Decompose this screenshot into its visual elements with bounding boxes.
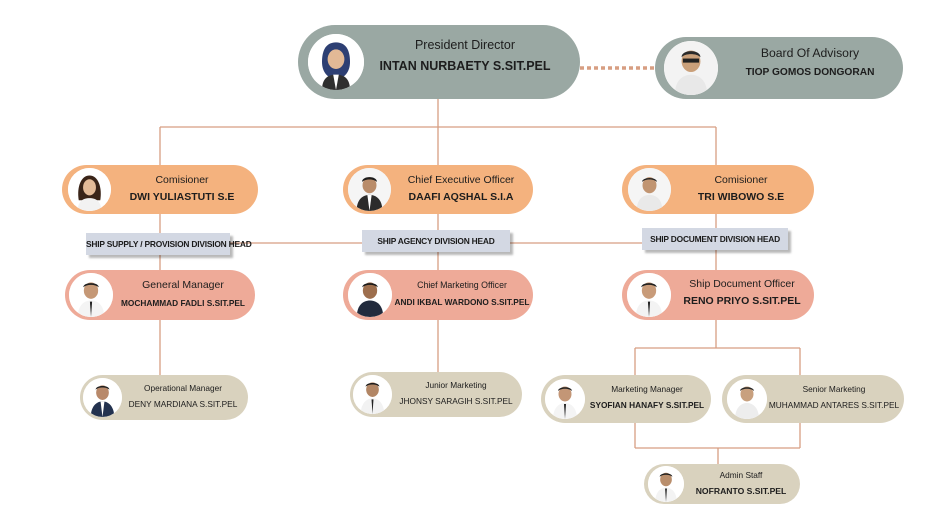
general-manager-name: MOCHAMMAD FADLI S.SIT.PEL — [121, 298, 245, 308]
senior-marketing-avatar — [727, 379, 767, 419]
division-head-document: SHIP DOCUMENT DIVISION HEAD — [642, 228, 788, 250]
president-avatar — [308, 34, 364, 90]
advisory-role: Board Of Advisory — [760, 46, 860, 60]
commissioner-left-role: Comisioner — [155, 174, 209, 186]
commissioner-left-name: DWI YULIASTUTI S.E — [129, 191, 235, 203]
ceo-node: Chief Executive Officer DAAFI AQSHAL S.I… — [343, 165, 533, 214]
commissioner-left-avatar — [68, 168, 111, 211]
marketing-manager-name: SYOFIAN HANAFY S.SIT.PEL — [589, 400, 705, 410]
cmo-node: Chief Marketing Officer ANDI IKBAL WARDO… — [343, 270, 533, 320]
admin-staff-role: Admin Staff — [719, 470, 763, 480]
junior-marketing-name: JHONSY SARAGIH S.SIT.PEL — [399, 396, 513, 406]
senior-marketing-role: Senior Marketing — [802, 384, 866, 394]
operational-manager-name: DENY MARDIANA S.SIT.PEL — [128, 399, 238, 409]
senior-marketing-node: Senior Marketing MUHAMMAD ANTARES S.SIT.… — [722, 375, 904, 423]
commissioner-right-avatar — [628, 168, 671, 211]
ship-document-officer-name: RENO PRIYO S.SIT.PEL — [683, 295, 801, 307]
division-head-supply: SHIP SUPPLY / PROVISION DIVISION HEAD — [86, 233, 252, 255]
junior-marketing-node: Junior Marketing JHONSY SARAGIH S.SIT.PE… — [350, 372, 522, 417]
cmo-role: Chief Marketing Officer — [417, 280, 507, 290]
junior-marketing-role: Junior Marketing — [425, 380, 487, 390]
cmo-name: ANDI IKBAL WARDONO S.SIT.PEL — [394, 297, 530, 307]
board-of-advisory-node: Board Of Advisory TIOP GOMOS DONGORAN — [655, 37, 903, 99]
advisory-avatar — [664, 41, 718, 95]
ship-document-officer-node: Ship Document Officer RENO PRIYO S.SIT.P… — [622, 270, 814, 320]
commissioner-left-node: Comisioner DWI YULIASTUTI S.E — [62, 165, 258, 214]
president-role: President Director — [414, 38, 516, 52]
admin-staff-node: Admin Staff NOFRANTO S.SIT.PEL — [644, 464, 800, 504]
marketing-manager-avatar — [545, 379, 585, 419]
president-director-node: President Director INTAN NURBAETY S.SIT.… — [298, 25, 580, 99]
admin-staff-name: NOFRANTO S.SIT.PEL — [695, 486, 787, 496]
operational-manager-role: Operational Manager — [144, 383, 222, 393]
advisory-name: TIOP GOMOS DONGORAN — [745, 67, 875, 78]
marketing-manager-node: Marketing Manager SYOFIAN HANAFY S.SIT.P… — [541, 375, 711, 423]
ceo-name: DAAFI AQSHAL S.I.A — [408, 191, 514, 203]
general-manager-node: General Manager MOCHAMMAD FADLI S.SIT.PE… — [65, 270, 255, 320]
commissioner-right-role: Comisioner — [714, 174, 768, 186]
ship-document-officer-avatar — [627, 273, 671, 317]
operational-manager-avatar — [83, 378, 122, 417]
commissioner-right-node: Comisioner TRI WIBOWO S.E — [622, 165, 814, 214]
marketing-manager-role: Marketing Manager — [611, 384, 683, 394]
general-manager-role: General Manager — [142, 279, 224, 291]
ship-document-officer-role: Ship Document Officer — [689, 278, 795, 290]
general-manager-avatar — [69, 273, 113, 317]
cmo-avatar — [348, 273, 392, 317]
admin-staff-avatar — [648, 466, 684, 502]
president-name: INTAN NURBAETY S.SIT.PEL — [379, 59, 551, 73]
senior-marketing-name: MUHAMMAD ANTARES S.SIT.PEL — [768, 400, 900, 410]
operational-manager-node: Operational Manager DENY MARDIANA S.SIT.… — [80, 375, 248, 420]
commissioner-right-name: TRI WIBOWO S.E — [697, 191, 785, 203]
junior-marketing-avatar — [353, 375, 392, 414]
ceo-role: Chief Executive Officer — [407, 174, 515, 186]
ceo-avatar — [348, 168, 391, 211]
division-head-agency: SHIP AGENCY DIVISION HEAD — [362, 230, 510, 252]
